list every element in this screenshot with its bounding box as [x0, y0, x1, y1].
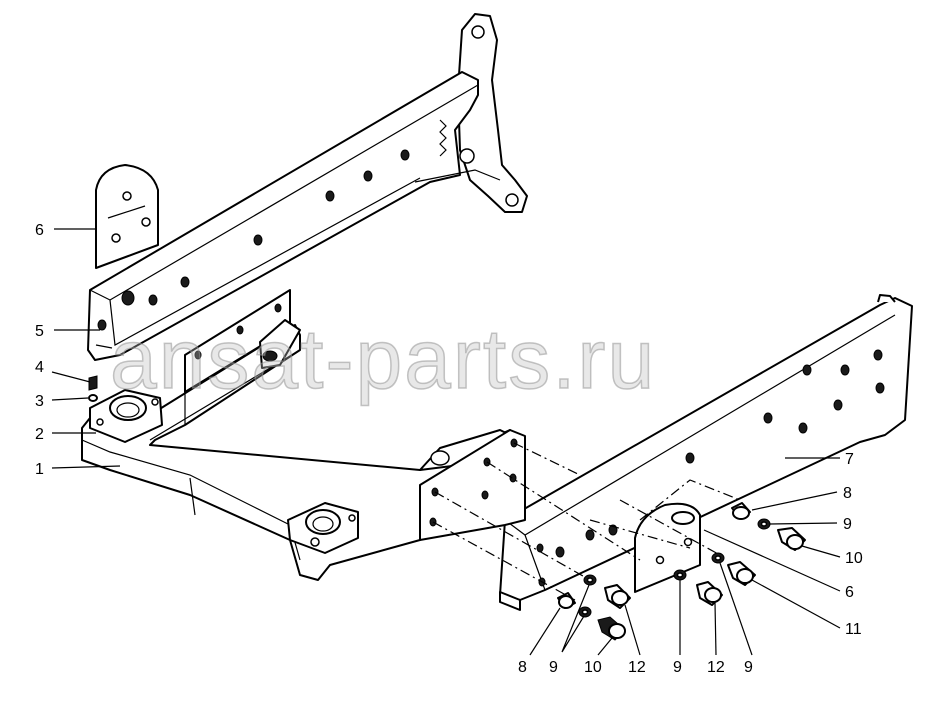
callout-7: 7 — [845, 451, 854, 468]
callout-8-lower: 8 — [518, 659, 527, 676]
alignment-lines — [432, 442, 741, 601]
callout-9-lower-c: 9 — [744, 659, 753, 676]
callout-10-right: 10 — [845, 550, 863, 567]
callout-6-lower: 6 — [845, 584, 854, 601]
callout-labels: 6 5 4 3 2 1 7 8 9 10 6 11 8 9 10 12 9 12… — [35, 222, 863, 676]
callout-4: 4 — [35, 359, 44, 376]
callout-10-lower: 10 — [584, 659, 602, 676]
callout-9-right: 9 — [843, 516, 852, 533]
callout-9-lower-b: 9 — [673, 659, 682, 676]
callout-1: 1 — [35, 461, 44, 478]
callout-8-right: 8 — [843, 485, 852, 502]
bushing-housing-lower — [287, 502, 359, 554]
callout-5: 5 — [35, 323, 44, 340]
callout-6-upper: 6 — [35, 222, 44, 239]
callout-2: 2 — [35, 426, 44, 443]
right-frame-beam — [499, 294, 913, 601]
bushing-housing-left — [89, 389, 163, 443]
callout-9-lower-a: 9 — [549, 659, 558, 676]
mounting-plate-lower — [634, 502, 701, 593]
mounting-plate-upper — [95, 164, 159, 269]
watermark-text: ansat-parts.ru — [110, 312, 656, 406]
leader-lines — [51, 228, 841, 656]
callout-11: 11 — [845, 621, 862, 638]
fasteners — [557, 502, 806, 641]
callout-3: 3 — [35, 393, 44, 410]
callout-12-right: 12 — [707, 659, 725, 676]
callout-12-left: 12 — [628, 659, 646, 676]
upper-frame-beam — [87, 13, 528, 361]
washer-and-bolt-small — [88, 375, 98, 402]
